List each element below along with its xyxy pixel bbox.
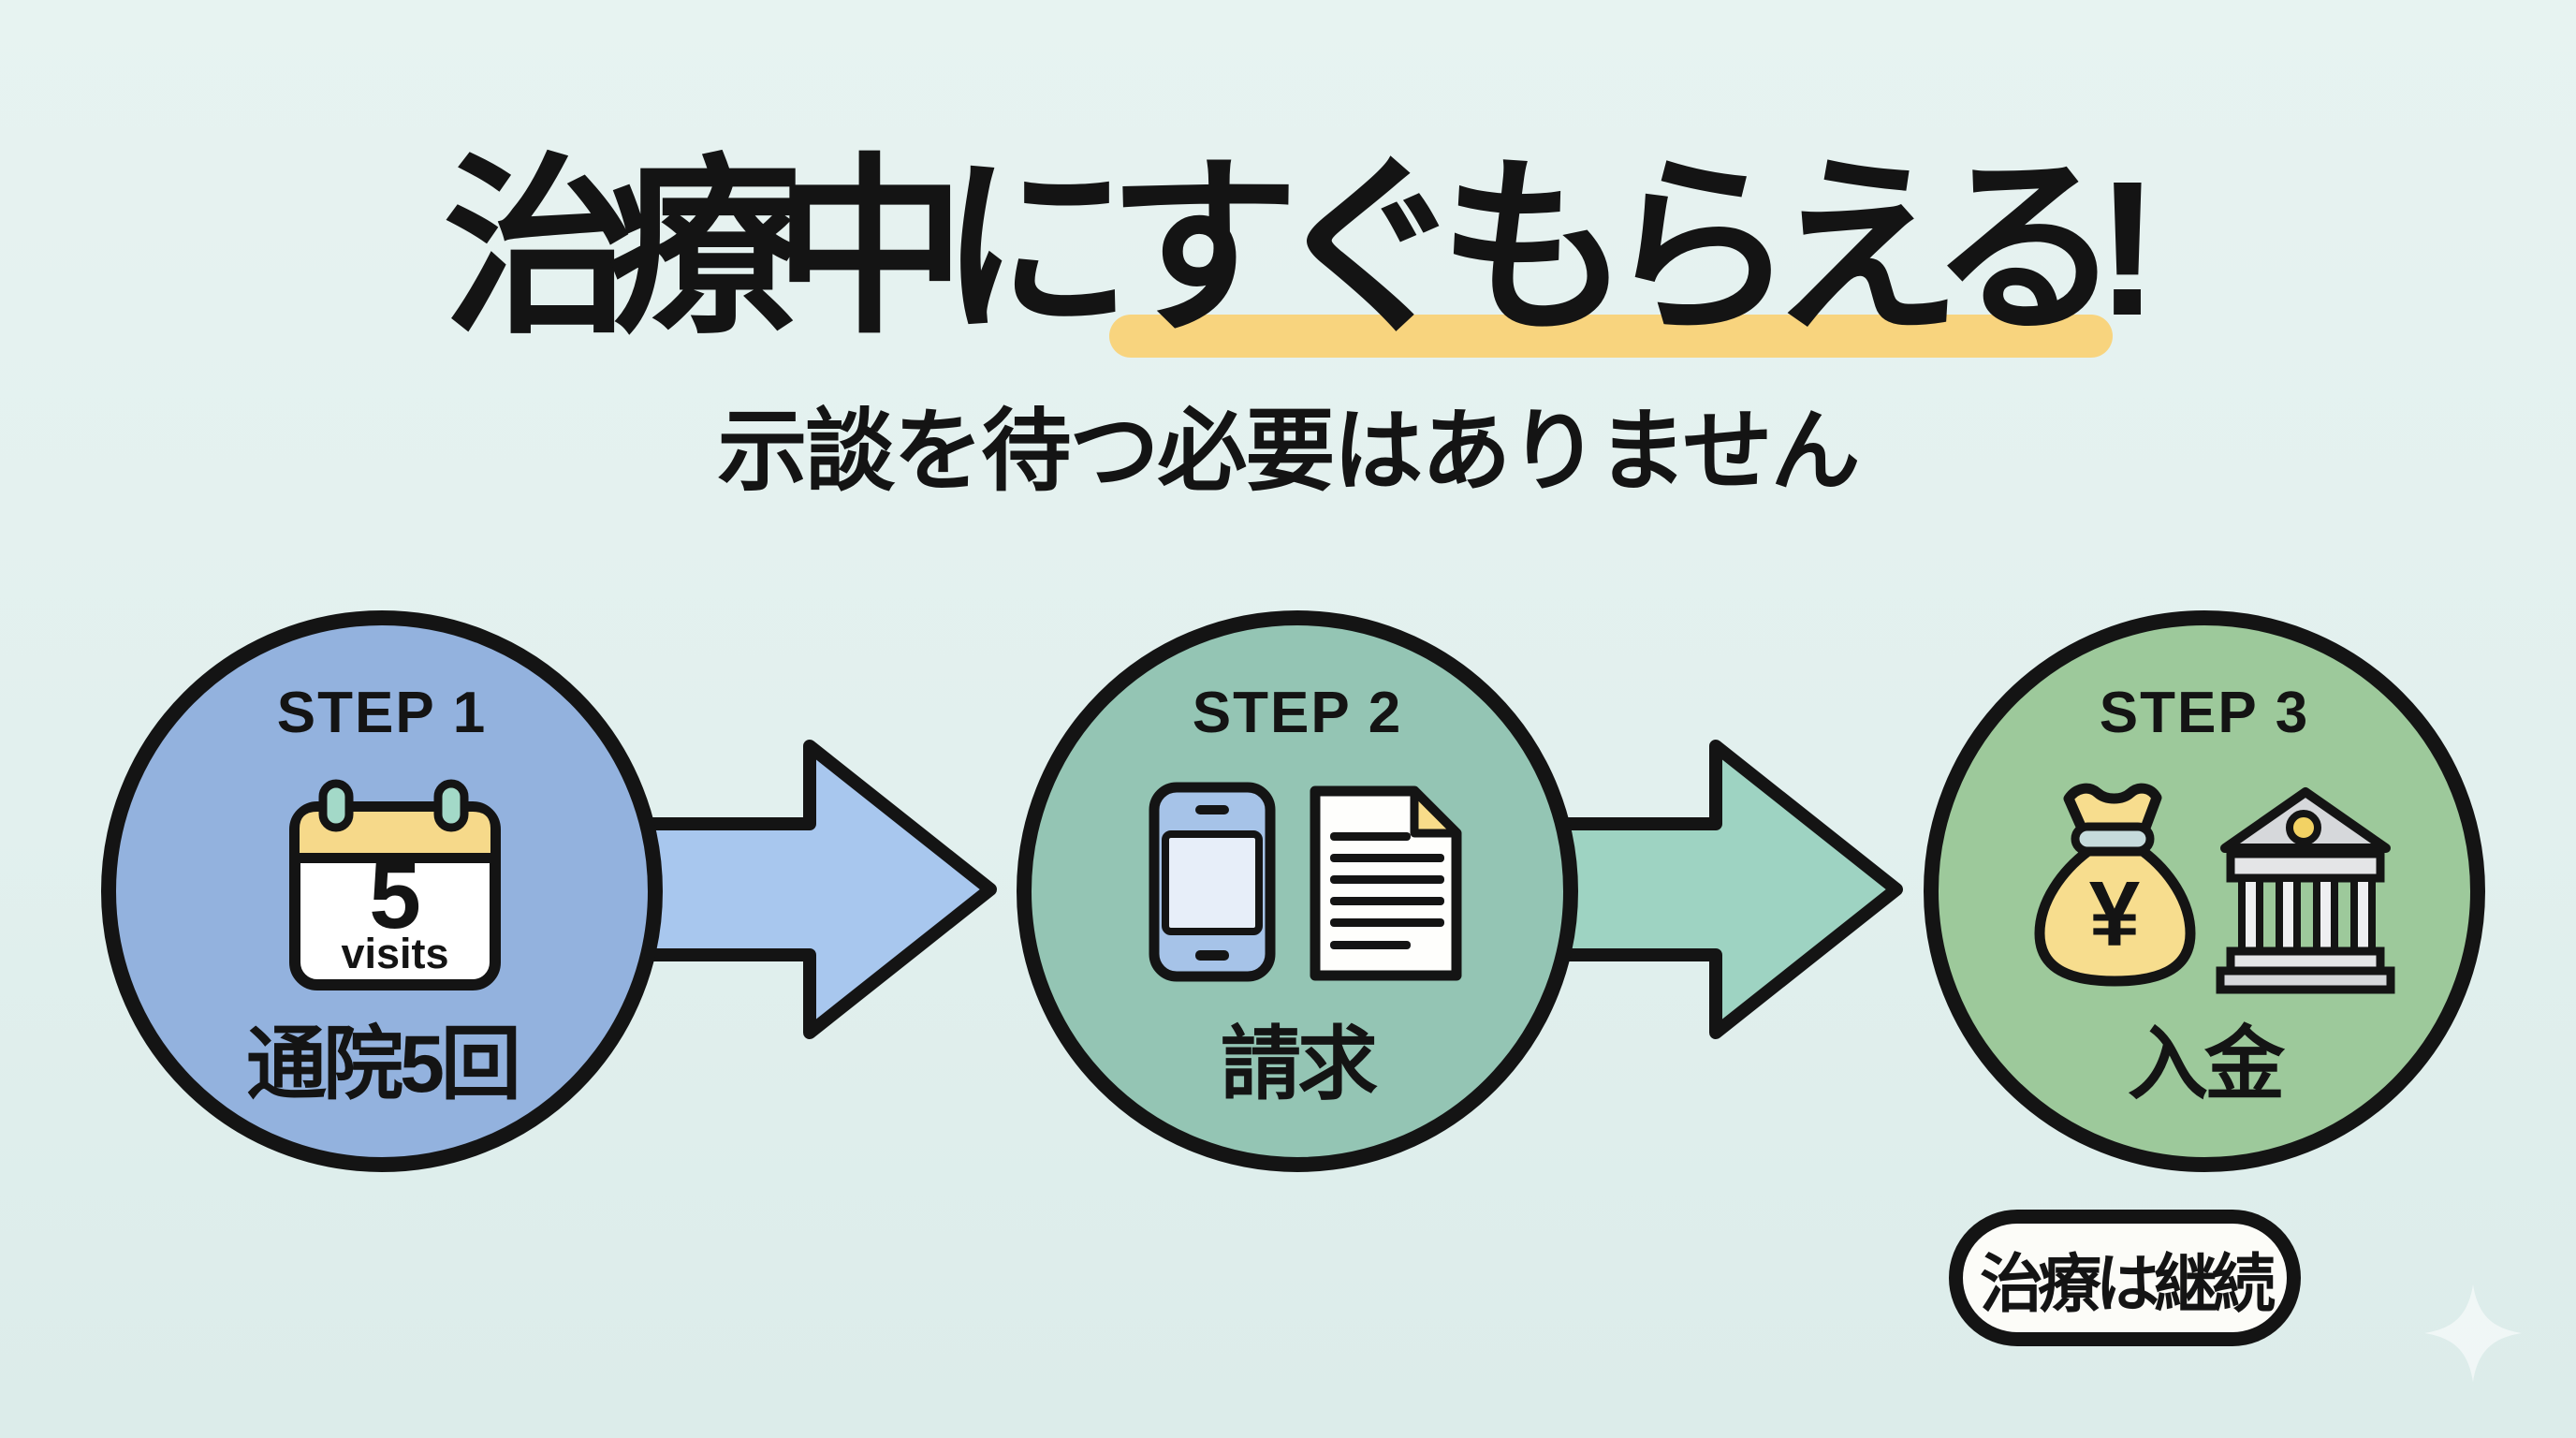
- bag-body: [2034, 845, 2196, 987]
- sparkle-icon: [2424, 1284, 2522, 1382]
- bank-column: [2350, 874, 2376, 955]
- bank-column: [2238, 874, 2263, 955]
- arrow-right-icon-2: [1547, 740, 1903, 1039]
- step-circle-2: STEP 2 請求: [1017, 610, 1578, 1172]
- bank-column: [2276, 874, 2301, 955]
- bag-band: [2071, 822, 2155, 856]
- title-highlight: すぐもらえる!: [1106, 141, 2159, 356]
- calendar-ring-right: [433, 779, 469, 832]
- bag-knot: [2063, 783, 2162, 836]
- step-1-caption: 通院5回: [246, 1020, 521, 1109]
- payment-icons-group: ¥: [2034, 783, 2395, 994]
- claim-icons-group: [1149, 782, 1462, 982]
- note-pill: 治療は継続: [1949, 1210, 2301, 1346]
- calendar-ring-left: [318, 779, 354, 832]
- document-icon: [1310, 785, 1462, 981]
- calendar-number: 5: [369, 844, 421, 948]
- smartphone-icon: [1149, 782, 1276, 982]
- yen-symbol: ¥: [2089, 862, 2141, 965]
- page-subtitle: 示談を待つ必要はありません: [717, 402, 1860, 502]
- title-plain: 治療中に: [442, 141, 1134, 356]
- arrow-right-shape: [639, 740, 997, 1039]
- step-3-label: STEP 3: [2099, 681, 2310, 745]
- title-highlight-underline: [1109, 315, 2113, 358]
- document-fold: [1410, 786, 1461, 838]
- step-2-label: STEP 2: [1192, 681, 1403, 745]
- note-text: 治療は継続: [1979, 1248, 2276, 1320]
- bank-icon: [2216, 787, 2395, 994]
- phone-speaker: [1195, 805, 1229, 814]
- step-circle-3: STEP 3 ¥ 入金: [1924, 610, 2485, 1172]
- money-bag-icon: ¥: [2034, 783, 2196, 987]
- page-title: 治療中にすぐもらえる!: [0, 148, 2576, 349]
- bank-dot: [2286, 810, 2321, 845]
- step-2-caption: 請求: [1221, 1020, 1378, 1109]
- step-1-label: STEP 1: [276, 681, 488, 745]
- step-3-caption: 入金: [2128, 1020, 2285, 1109]
- calendar-divider: [292, 853, 498, 863]
- step-circle-1: STEP 1 5 visits 通院5回: [101, 610, 663, 1172]
- phone-home-button: [1195, 950, 1229, 961]
- calendar-icon: 5 visits: [289, 779, 501, 990]
- arrow-right-icon-1: [639, 740, 997, 1039]
- bank-column: [2313, 874, 2338, 955]
- calendar-unit: visits: [341, 930, 448, 977]
- arrow-right-shape: [1547, 740, 1903, 1039]
